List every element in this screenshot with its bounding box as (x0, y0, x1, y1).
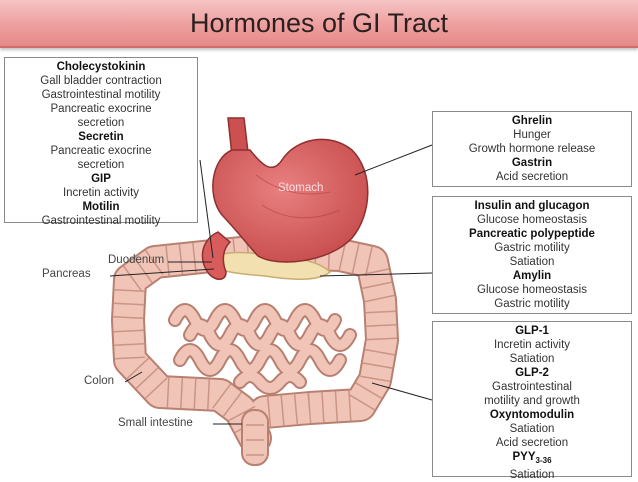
leader-line-pancreas-label (109, 268, 215, 277)
box-line: Gastrin (511, 157, 553, 169)
leader-line-intestine (371, 382, 433, 401)
leader-line-stomach (354, 144, 433, 176)
box-line: GLP-1 (515, 325, 549, 337)
title-bar: Hormones of GI Tract (0, 0, 638, 48)
box-line: GIP (91, 173, 111, 185)
leader-line-duodenum (199, 159, 214, 259)
colon-label: Colon (84, 375, 115, 387)
box-line: Hunger (513, 129, 551, 141)
leader-line-pancreas (319, 272, 433, 277)
box-line: secretion (77, 159, 125, 171)
box-line: Glucose homeostasis (477, 214, 587, 226)
leader-line-colon-label (124, 371, 143, 383)
box-line: Gastric motility (494, 242, 570, 254)
pyy-subscript: 3-36 (535, 456, 552, 465)
box-line: Acid secretion (495, 171, 569, 183)
box-line: Ghrelin (511, 115, 553, 127)
box-line: Gastrointestinal (492, 381, 572, 393)
box-line: Insulin and glucagon (474, 200, 590, 212)
box-line: Pancreatic exocrine (50, 145, 152, 157)
duodenum-label: Duodenum (108, 254, 165, 266)
stomach-body (212, 138, 369, 263)
box-line: Secretin (78, 131, 124, 143)
box-line: Glucose homeostasis (477, 284, 587, 296)
pancreas (211, 251, 332, 281)
rectum (241, 409, 269, 466)
small-intestine (168, 303, 357, 395)
box-line-pyy: PYY3-36 (433, 450, 631, 468)
box-line: Growth hormone release (468, 143, 596, 155)
stomach-label: Stomach (278, 182, 324, 194)
box-line: Pancreatic polypeptide (469, 228, 595, 240)
box-line: Satiation (509, 423, 555, 435)
box-line: Incretin activity (493, 339, 571, 351)
box-line: Motilin (82, 201, 120, 213)
box-line: Gastric motility (494, 298, 570, 310)
box-line: Gastrointestinal motility (41, 89, 161, 101)
box-line: GLP-2 (515, 367, 549, 379)
hormone-box-stomach: Ghrelin Hunger Growth hormone release Ga… (432, 111, 632, 187)
box-line: Satiation (509, 353, 555, 365)
box-line: Amylin (512, 270, 552, 282)
small-intestine-coil (170, 305, 355, 393)
box-line: Acid secretion (495, 437, 569, 449)
colon (111, 235, 399, 466)
leader-lines (109, 144, 433, 425)
duodenum (201, 231, 232, 280)
pancreas-label: Pancreas (42, 268, 91, 280)
box-line: Gall bladder contraction (40, 75, 162, 87)
box-line: Pancreatic exocrine (50, 103, 152, 115)
box-line: Incretin activity (62, 187, 140, 199)
box-line: Satiation (509, 469, 555, 481)
box-line: Gastrointestinal motility (41, 215, 161, 227)
box-line: motility and growth (484, 395, 580, 407)
box-line: Satiation (509, 256, 555, 268)
stomach-rugae (255, 174, 341, 219)
hormone-box-pancreas: Insulin and glucagon Glucose homeostasis… (432, 196, 632, 314)
hormone-box-lower-intestine: GLP-1 Incretin activity Satiation GLP-2 … (432, 321, 632, 481)
page-title: Hormones of GI Tract (189, 7, 449, 38)
hormone-box-upper-left: Cholecystokinin Gall bladder contraction… (4, 57, 198, 227)
box-line: Cholecystokinin (56, 61, 146, 73)
pyy-label: PYY (512, 451, 536, 463)
box-line: Oxyntomodulin (489, 409, 575, 421)
stomach (212, 117, 369, 263)
colon-fill (113, 237, 397, 453)
box-line: secretion (77, 117, 125, 129)
small-intestine-label: Small intestine (118, 417, 193, 429)
